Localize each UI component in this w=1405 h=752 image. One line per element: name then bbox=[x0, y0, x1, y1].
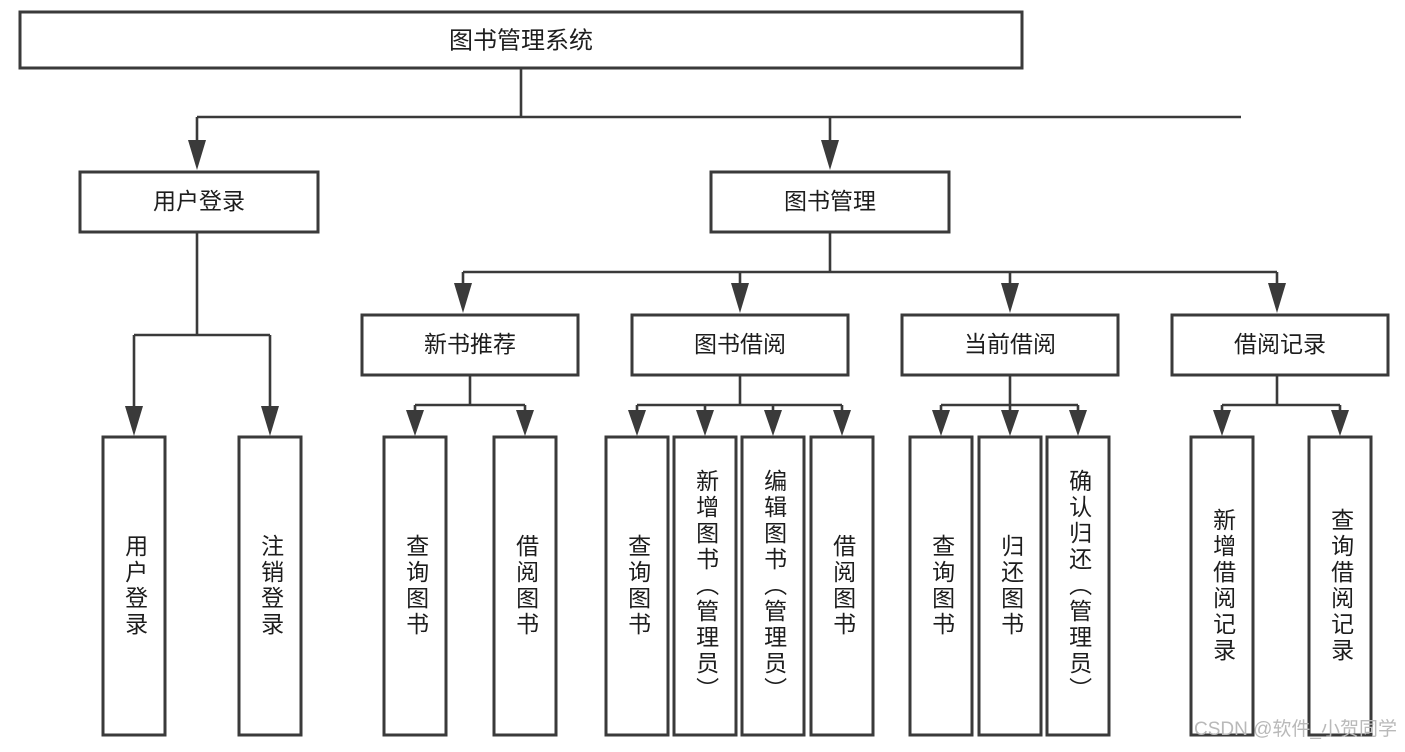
leaf-box-query-record[interactable] bbox=[1307, 435, 1373, 737]
arrow-head-icon bbox=[628, 410, 646, 436]
arrow-head-icon bbox=[696, 410, 714, 436]
connector-currentborrow-to-leaves bbox=[932, 375, 1087, 436]
node-label-new-book-recommend: 新书推荐 bbox=[424, 331, 516, 357]
leaf-box-confirm-return[interactable] bbox=[1045, 435, 1111, 737]
leaf-box-edit-book[interactable] bbox=[740, 435, 806, 737]
node-new-book-recommend[interactable]: 新书推荐 bbox=[360, 313, 580, 377]
arrow-head-icon bbox=[406, 410, 424, 436]
leaf-box-borrow-book-2[interactable] bbox=[809, 435, 875, 737]
node-label-book-management: 图书管理 bbox=[784, 188, 876, 214]
arrow-head-icon bbox=[731, 283, 749, 313]
arrow-head-icon bbox=[516, 410, 534, 436]
leaf-box-borrow-book-1[interactable] bbox=[492, 435, 558, 737]
leaf-box-logout-login[interactable] bbox=[237, 435, 303, 737]
leaf-box-query-book-2[interactable] bbox=[604, 435, 670, 737]
leaf-box-user-login[interactable] bbox=[101, 435, 167, 737]
leaf-box-add-book[interactable] bbox=[672, 435, 738, 737]
node-label-current-borrow: 当前借阅 bbox=[964, 331, 1056, 357]
arrow-head-icon bbox=[1331, 410, 1349, 436]
connector-borrowrecord-to-leaves bbox=[1213, 375, 1349, 436]
connector-userlogin-to-leaves bbox=[125, 232, 279, 436]
leaf-box-return-book[interactable] bbox=[977, 435, 1043, 737]
arrow-head-icon bbox=[261, 406, 279, 436]
node-current-borrow[interactable]: 当前借阅 bbox=[900, 313, 1120, 377]
leaf-boxes-group bbox=[101, 435, 1373, 737]
connector-bookmgmt-to-level3 bbox=[454, 232, 1286, 313]
csdn-watermark: CSDN @软件_小贺同学 bbox=[1194, 719, 1397, 740]
arrow-head-icon bbox=[125, 406, 143, 436]
arrow-head-icon bbox=[188, 140, 206, 170]
arrow-head-icon bbox=[1268, 283, 1286, 313]
node-label-user-login: 用户登录 bbox=[153, 188, 245, 214]
arrow-head-icon bbox=[1069, 410, 1087, 436]
connector-newbook-to-leaves bbox=[406, 375, 534, 436]
node-borrow-record[interactable]: 借阅记录 bbox=[1170, 313, 1390, 377]
leaf-box-query-book-1[interactable] bbox=[382, 435, 448, 737]
node-book-management[interactable]: 图书管理 bbox=[709, 170, 951, 234]
node-book-borrow[interactable]: 图书借阅 bbox=[630, 313, 850, 377]
leaf-box-query-book-3[interactable] bbox=[908, 435, 974, 737]
leaf-box-add-record[interactable] bbox=[1189, 435, 1255, 737]
node-book-management-system[interactable]: 图书管理系统 bbox=[18, 10, 1024, 70]
node-label-book-borrow: 图书借阅 bbox=[694, 331, 786, 357]
node-user-login[interactable]: 用户登录 bbox=[78, 170, 320, 234]
node-label-root: 图书管理系统 bbox=[449, 27, 593, 54]
arrow-head-icon bbox=[833, 410, 851, 436]
arrow-head-icon bbox=[1001, 283, 1019, 313]
arrow-head-icon bbox=[764, 410, 782, 436]
connector-root-to-level2 bbox=[188, 68, 1241, 170]
connector-bookborrow-to-leaves bbox=[628, 375, 851, 436]
node-label-borrow-record: 借阅记录 bbox=[1234, 331, 1326, 357]
arrow-head-icon bbox=[1001, 410, 1019, 436]
arrow-head-icon bbox=[821, 140, 839, 170]
arrow-head-icon bbox=[454, 283, 472, 313]
arrow-head-icon bbox=[1213, 410, 1231, 436]
arrow-head-icon bbox=[932, 410, 950, 436]
